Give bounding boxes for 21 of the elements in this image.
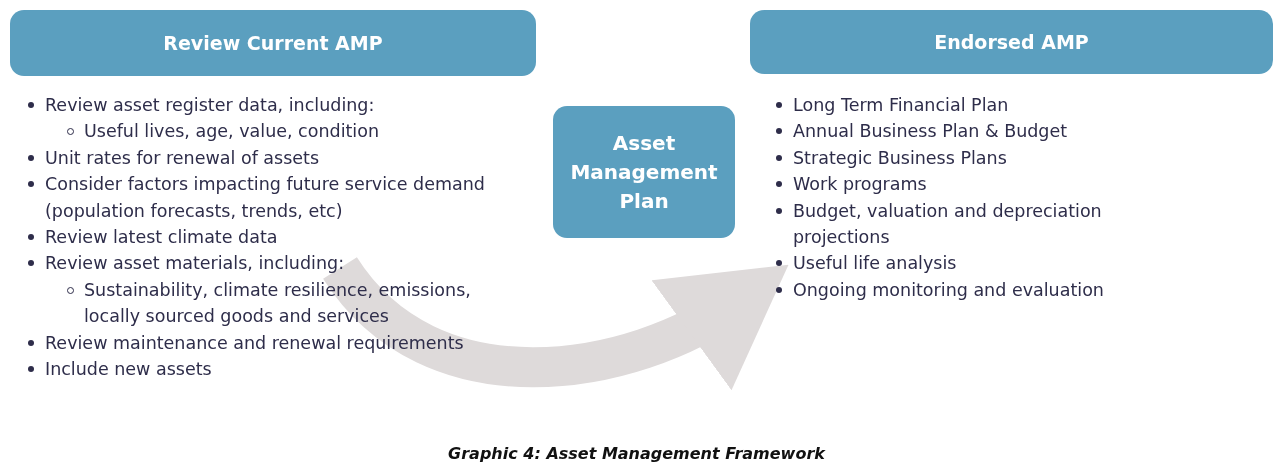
header-box: Review Current AMP — [10, 10, 536, 76]
bullet-item: Useful lives, age, value, condition — [65, 118, 484, 145]
bullet-item: Long Term Financial Plan — [774, 92, 1174, 119]
process-box: Asset Management Plan — [553, 106, 735, 238]
bullet-item: Strategic Business Plans — [774, 144, 1174, 172]
bullet-item: Annual Business Plan & Budget — [774, 118, 1174, 145]
bullet-item: Useful life analysis — [774, 250, 1174, 277]
bullet-item: Budget, valuation and depreciation projections — [774, 197, 1174, 251]
bullet-item: Unit rates for renewal of assets — [26, 144, 506, 172]
bullet-item: Include new assets — [26, 356, 506, 383]
bullet-item: Ongoing monitoring and evaluation — [774, 276, 1174, 304]
bullet-item: Review latest climate data — [26, 224, 506, 251]
bullet-item: Work programs — [774, 171, 1174, 198]
caption: Graphic 4: Asset Management Framework — [447, 444, 827, 463]
bullet-item: Review maintenance and renewal requirements — [26, 329, 506, 357]
bullet-item: Review asset register data, including: — [26, 92, 506, 119]
header-box: Endorsed AMP — [750, 10, 1273, 74]
bullet-item: Review asset materials, including: — [26, 250, 506, 277]
bullet-item: Consider factors impacting future service demand (population forecasts, trends, etc) — [26, 171, 506, 225]
curved-arrow — [324, 255, 791, 390]
bullet-item: Sustainability, climate resilience, emissions, locally sourced goods and services — [65, 276, 484, 330]
